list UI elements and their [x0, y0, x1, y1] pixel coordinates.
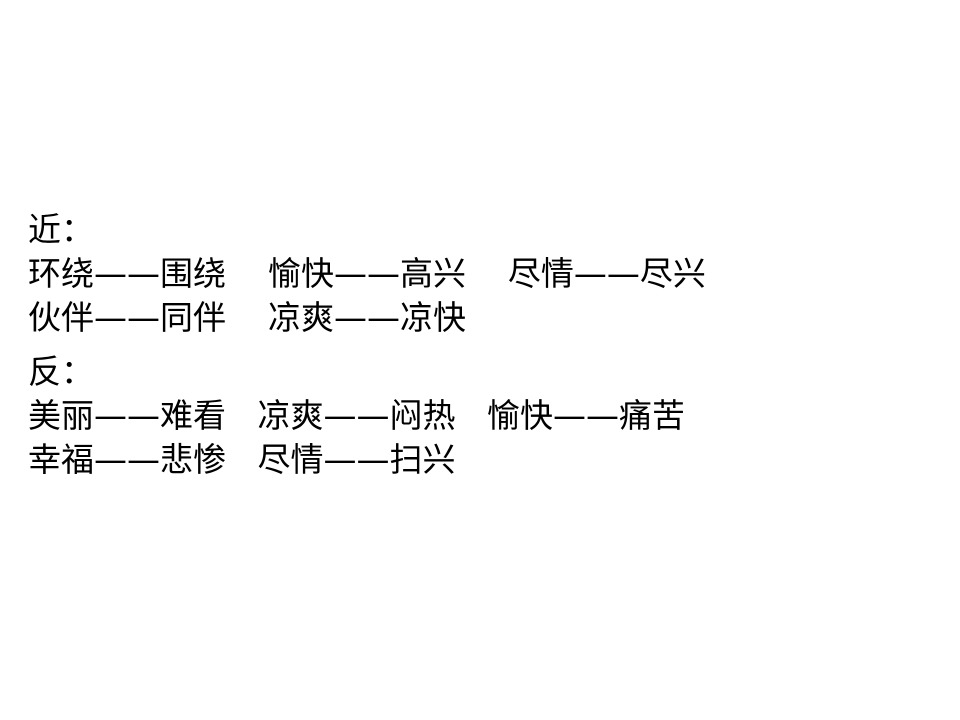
synonym-pair-line-2: 伙伴——同伴 凉爽——凉快	[28, 298, 466, 337]
slide-text-body: 近： 环绕——围绕 愉快——高兴 尽情——尽兴 伙伴——同伴 凉爽——凉快 反：…	[28, 208, 948, 482]
synonym-pair-line-1: 环绕——围绕 愉快——高兴 尽情——尽兴	[28, 254, 706, 293]
section-heading-synonyms: 近：	[28, 210, 94, 249]
section-divider-spacer	[28, 340, 948, 350]
antonym-pair-line-2: 幸福——悲惨 尽情——扫兴	[28, 440, 456, 479]
section-heading-antonyms: 反：	[28, 352, 94, 391]
antonym-pair-line-1: 美丽——难看 凉爽——闷热 愉快——痛苦	[28, 396, 685, 435]
